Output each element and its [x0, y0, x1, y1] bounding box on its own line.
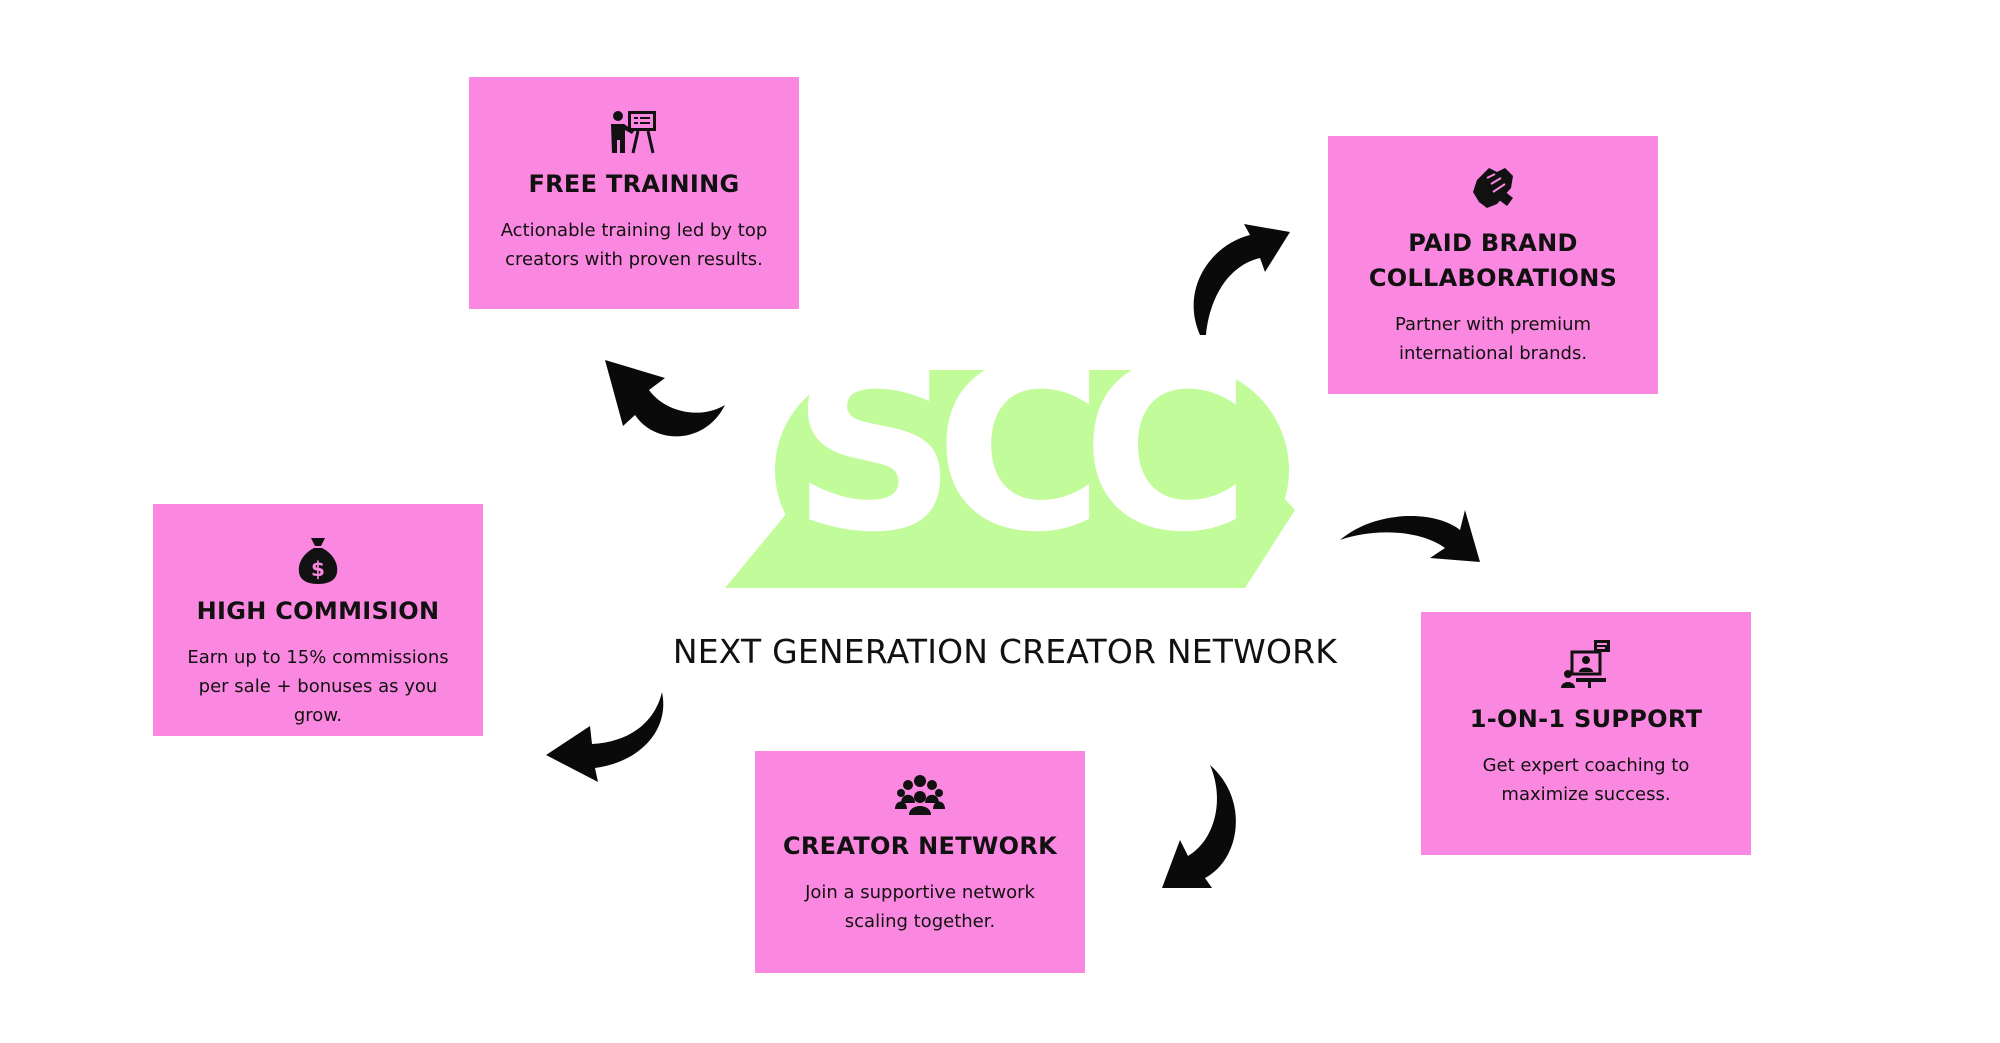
scc-logo: SCC: [725, 360, 1295, 588]
card-description: Actionable training led by top creators …: [500, 220, 768, 270]
card-description: Partner with premium international brand…: [1394, 314, 1592, 364]
logo-text: SCC: [791, 360, 1236, 583]
arrow-to-brand: [1193, 224, 1290, 335]
card-title: FREE TRAINING: [528, 170, 740, 198]
card-title: CREATOR NETWORK: [782, 832, 1058, 860]
card-description: Join a supportive network scaling togeth…: [805, 882, 1035, 932]
arrow-to-commission: [546, 692, 664, 782]
money-bag-icon: $: [298, 538, 338, 584]
arrow-to-training: [605, 360, 725, 437]
handshake-icon: [1473, 168, 1513, 208]
arrow-to-support: [1340, 510, 1480, 562]
card-high-commision: $ HIGH COMMISION Earn up to 15% commissi…: [153, 504, 483, 736]
arrow-to-network: [1162, 765, 1236, 888]
card-1-on-1-support: 1-ON-1 SUPPORT Get expert coaching to ma…: [1421, 612, 1751, 855]
card-title: 1-ON-1 SUPPORT: [1469, 705, 1703, 733]
people-group-icon: [895, 775, 945, 815]
presentation-icon: [611, 111, 656, 154]
card-title: PAID BRAND COLLABORATIONS: [1368, 229, 1618, 292]
card-description: Earn up to 15% commissions per sale + bo…: [187, 647, 449, 726]
video-call-icon: [1561, 640, 1610, 688]
card-free-training: FREE TRAINING Actionable training led by…: [469, 77, 799, 309]
card-description: Get expert coaching to maximize success.: [1482, 755, 1690, 805]
card-creator-network: CREATOR NETWORK Join a supportive networ…: [755, 751, 1085, 973]
card-title: HIGH COMMISION: [196, 597, 440, 625]
card-paid-brand-collaborations: PAID BRAND COLLABORATIONS Partner with p…: [1328, 136, 1658, 394]
svg-text:$: $: [311, 557, 325, 581]
tagline: NEXT GENERATION CREATOR NETWORK: [672, 632, 1338, 671]
